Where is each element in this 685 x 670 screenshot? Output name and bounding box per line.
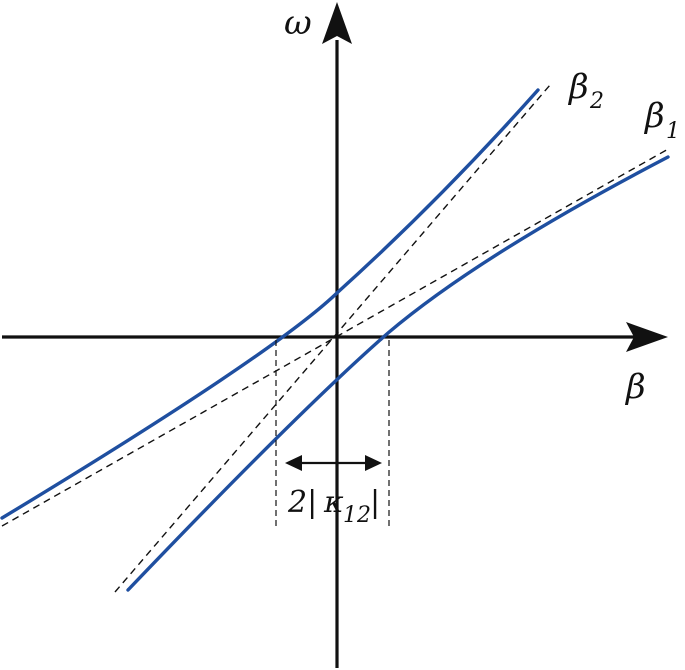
gap-label-prefix: 2| <box>287 485 317 520</box>
beta1-symbol: β <box>643 96 665 136</box>
coupling-gap-label: 2| κ 12 | <box>287 485 380 528</box>
beta1-label: β 1 <box>643 96 680 144</box>
gap-label-kappa: κ <box>323 485 344 520</box>
beta2-symbol: β <box>567 67 589 107</box>
beta1-subscript: 1 <box>666 119 680 144</box>
gap-arrow-right-icon <box>365 455 382 471</box>
upper-coupled-branch <box>0 88 540 520</box>
lower-coupled-branch <box>126 155 670 592</box>
gap-label-suffix: | <box>370 485 380 520</box>
asymptote-beta2 <box>114 84 551 593</box>
gap-label-subscript: 12 <box>343 503 371 528</box>
asymptote-beta1 <box>1 147 671 527</box>
beta-axis-label: β <box>624 367 646 407</box>
beta2-label: β 2 <box>567 67 604 114</box>
omega-axis-arrow-icon <box>322 2 352 44</box>
omega-label: ω <box>284 3 312 43</box>
gap-arrow-left-icon <box>285 455 302 471</box>
beta-axis-arrow-icon <box>626 322 668 352</box>
beta2-subscript: 2 <box>589 89 604 114</box>
